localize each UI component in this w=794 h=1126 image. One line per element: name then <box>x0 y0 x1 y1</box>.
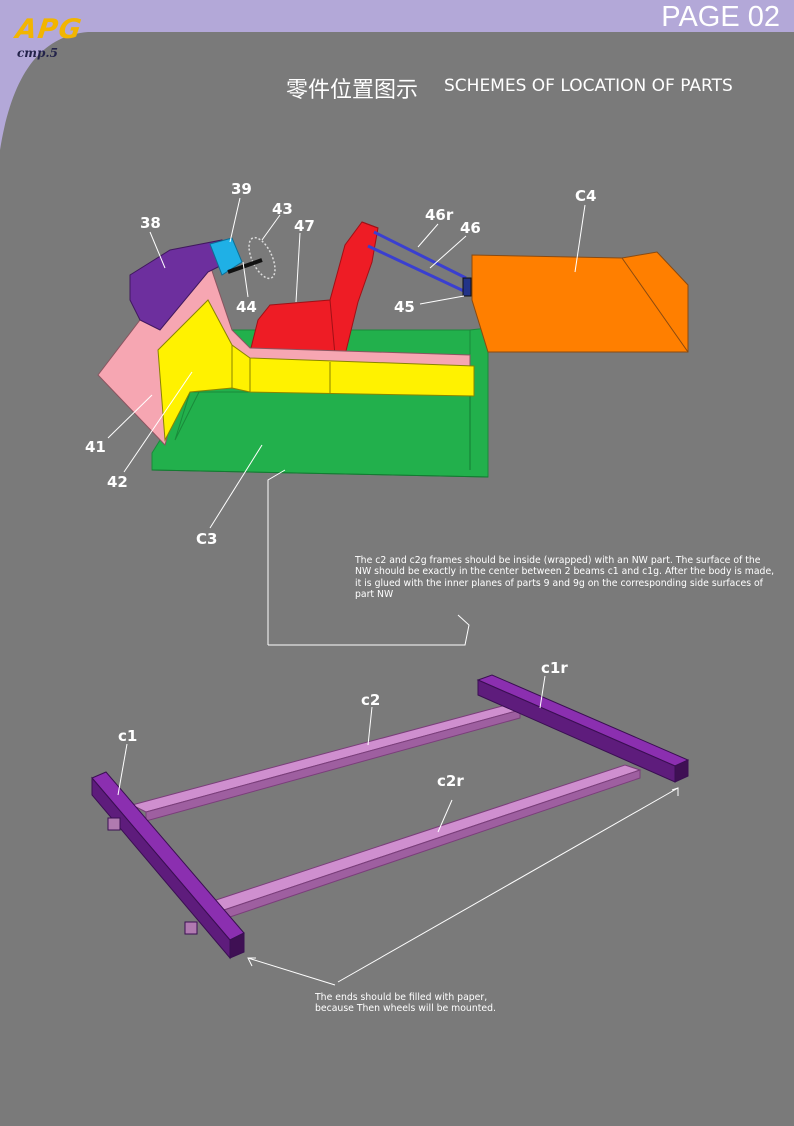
label-c2r: c2r <box>437 772 464 790</box>
beam-end-block-rear <box>184 921 198 935</box>
ends-note-line-2: because Then wheels will be mounted. <box>315 1003 496 1015</box>
label-38: 38 <box>140 214 161 232</box>
title-english: SCHEMES OF LOCATION OF PARTS <box>444 76 733 96</box>
label-46r: 46r <box>425 206 454 224</box>
label-c2: c2 <box>361 691 380 709</box>
label-42: 42 <box>107 473 128 491</box>
page-number: PAGE 02 <box>661 1 780 33</box>
header-tab-shape <box>0 0 794 150</box>
label-44: 44 <box>236 298 257 316</box>
frame-beams-diagram: c1 c2 c1r c2r <box>91 659 690 986</box>
label-46: 46 <box>460 219 481 237</box>
beam-c2 <box>130 704 522 813</box>
part-39-dash <box>209 237 243 276</box>
part-44-column <box>227 258 263 274</box>
title-chinese: 零件位置图示 <box>286 78 419 103</box>
label-39: 39 <box>231 180 252 198</box>
label-45: 45 <box>394 298 415 316</box>
frame-wrapping-note: The c2 and c2g frames should be inside (… <box>355 555 775 601</box>
part-42-panel <box>157 299 475 442</box>
part-43-steering-wheel <box>248 236 276 280</box>
label-47: 47 <box>294 217 315 235</box>
label-41: 41 <box>85 438 106 456</box>
label-c4: C4 <box>575 187 596 205</box>
ends-fill-note: The ends should be filled with paper, be… <box>315 992 555 1015</box>
parts-location-diagram: 38 39 43 47 46r 46 C4 44 45 41 42 C3 <box>85 180 689 646</box>
ends-note-line-1: The ends should be filled with paper, <box>315 992 488 1003</box>
part-c4 <box>471 251 689 353</box>
page-reference: стр.5 <box>17 46 58 60</box>
part-47-seat <box>249 221 379 356</box>
label-c1r: c1r <box>541 659 568 677</box>
part-38-cowl <box>129 239 233 331</box>
label-c3: C3 <box>196 530 217 548</box>
beam-c2r <box>208 764 642 911</box>
label-43: 43 <box>272 200 293 218</box>
part-46r-rod <box>373 230 467 280</box>
part-45-bracket <box>462 277 472 297</box>
label-c1: c1 <box>118 727 137 745</box>
part-46-rod <box>367 244 467 294</box>
beam-end-block-front <box>107 817 121 831</box>
